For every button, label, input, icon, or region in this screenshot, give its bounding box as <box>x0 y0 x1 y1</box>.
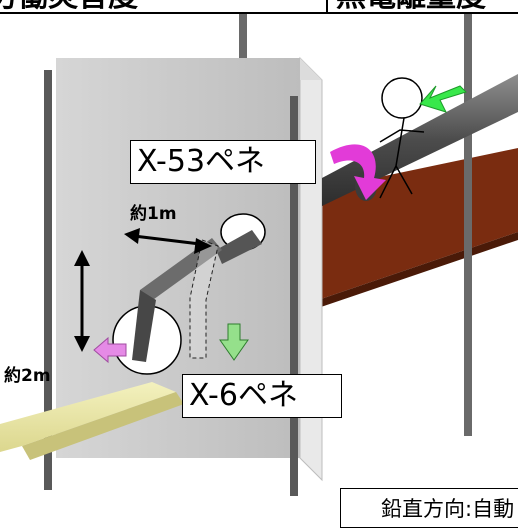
vertical-direction-note: 鉛直方向:自動 <box>340 488 518 528</box>
pole-right <box>464 14 472 436</box>
wall-pole-right <box>290 96 298 496</box>
dimension-1m-label: 約1m <box>130 204 177 224</box>
diagram-svg <box>0 0 518 496</box>
worker-figure <box>379 77 425 199</box>
header-left-text: 労働災害度 <box>0 0 138 12</box>
vertical-dimension-arrow <box>74 250 90 352</box>
dashed-pipe-ghost <box>189 239 219 359</box>
yellow-beam-side <box>22 392 184 460</box>
x53-label: X-53ペネ <box>130 140 316 184</box>
vertical-direction-note-text: 鉛直方向:自動 <box>381 497 515 521</box>
header-left-cell: 労働災害度 <box>0 0 328 14</box>
green-down-arrow-icon <box>219 323 249 361</box>
x6-label: X-6ペネ <box>182 374 342 418</box>
rotation-arrow-icon <box>330 144 386 200</box>
header-right-text: 無電離量度 <box>336 0 486 12</box>
header-right-cell: 無電離量度 <box>326 0 518 14</box>
horizontal-dimension-arrow <box>124 228 212 254</box>
wall-pole-left <box>44 70 52 490</box>
dimension-2m-label: 約2m <box>4 366 51 386</box>
yellow-beam <box>0 382 176 452</box>
green-arrow-icon <box>419 85 467 113</box>
pole-top-center <box>239 14 247 74</box>
bent-pipe-lower <box>132 290 156 362</box>
bent-pipe-upper <box>216 230 262 264</box>
bent-pipe-diagonal <box>140 238 222 302</box>
pink-left-arrow-icon <box>93 336 127 364</box>
